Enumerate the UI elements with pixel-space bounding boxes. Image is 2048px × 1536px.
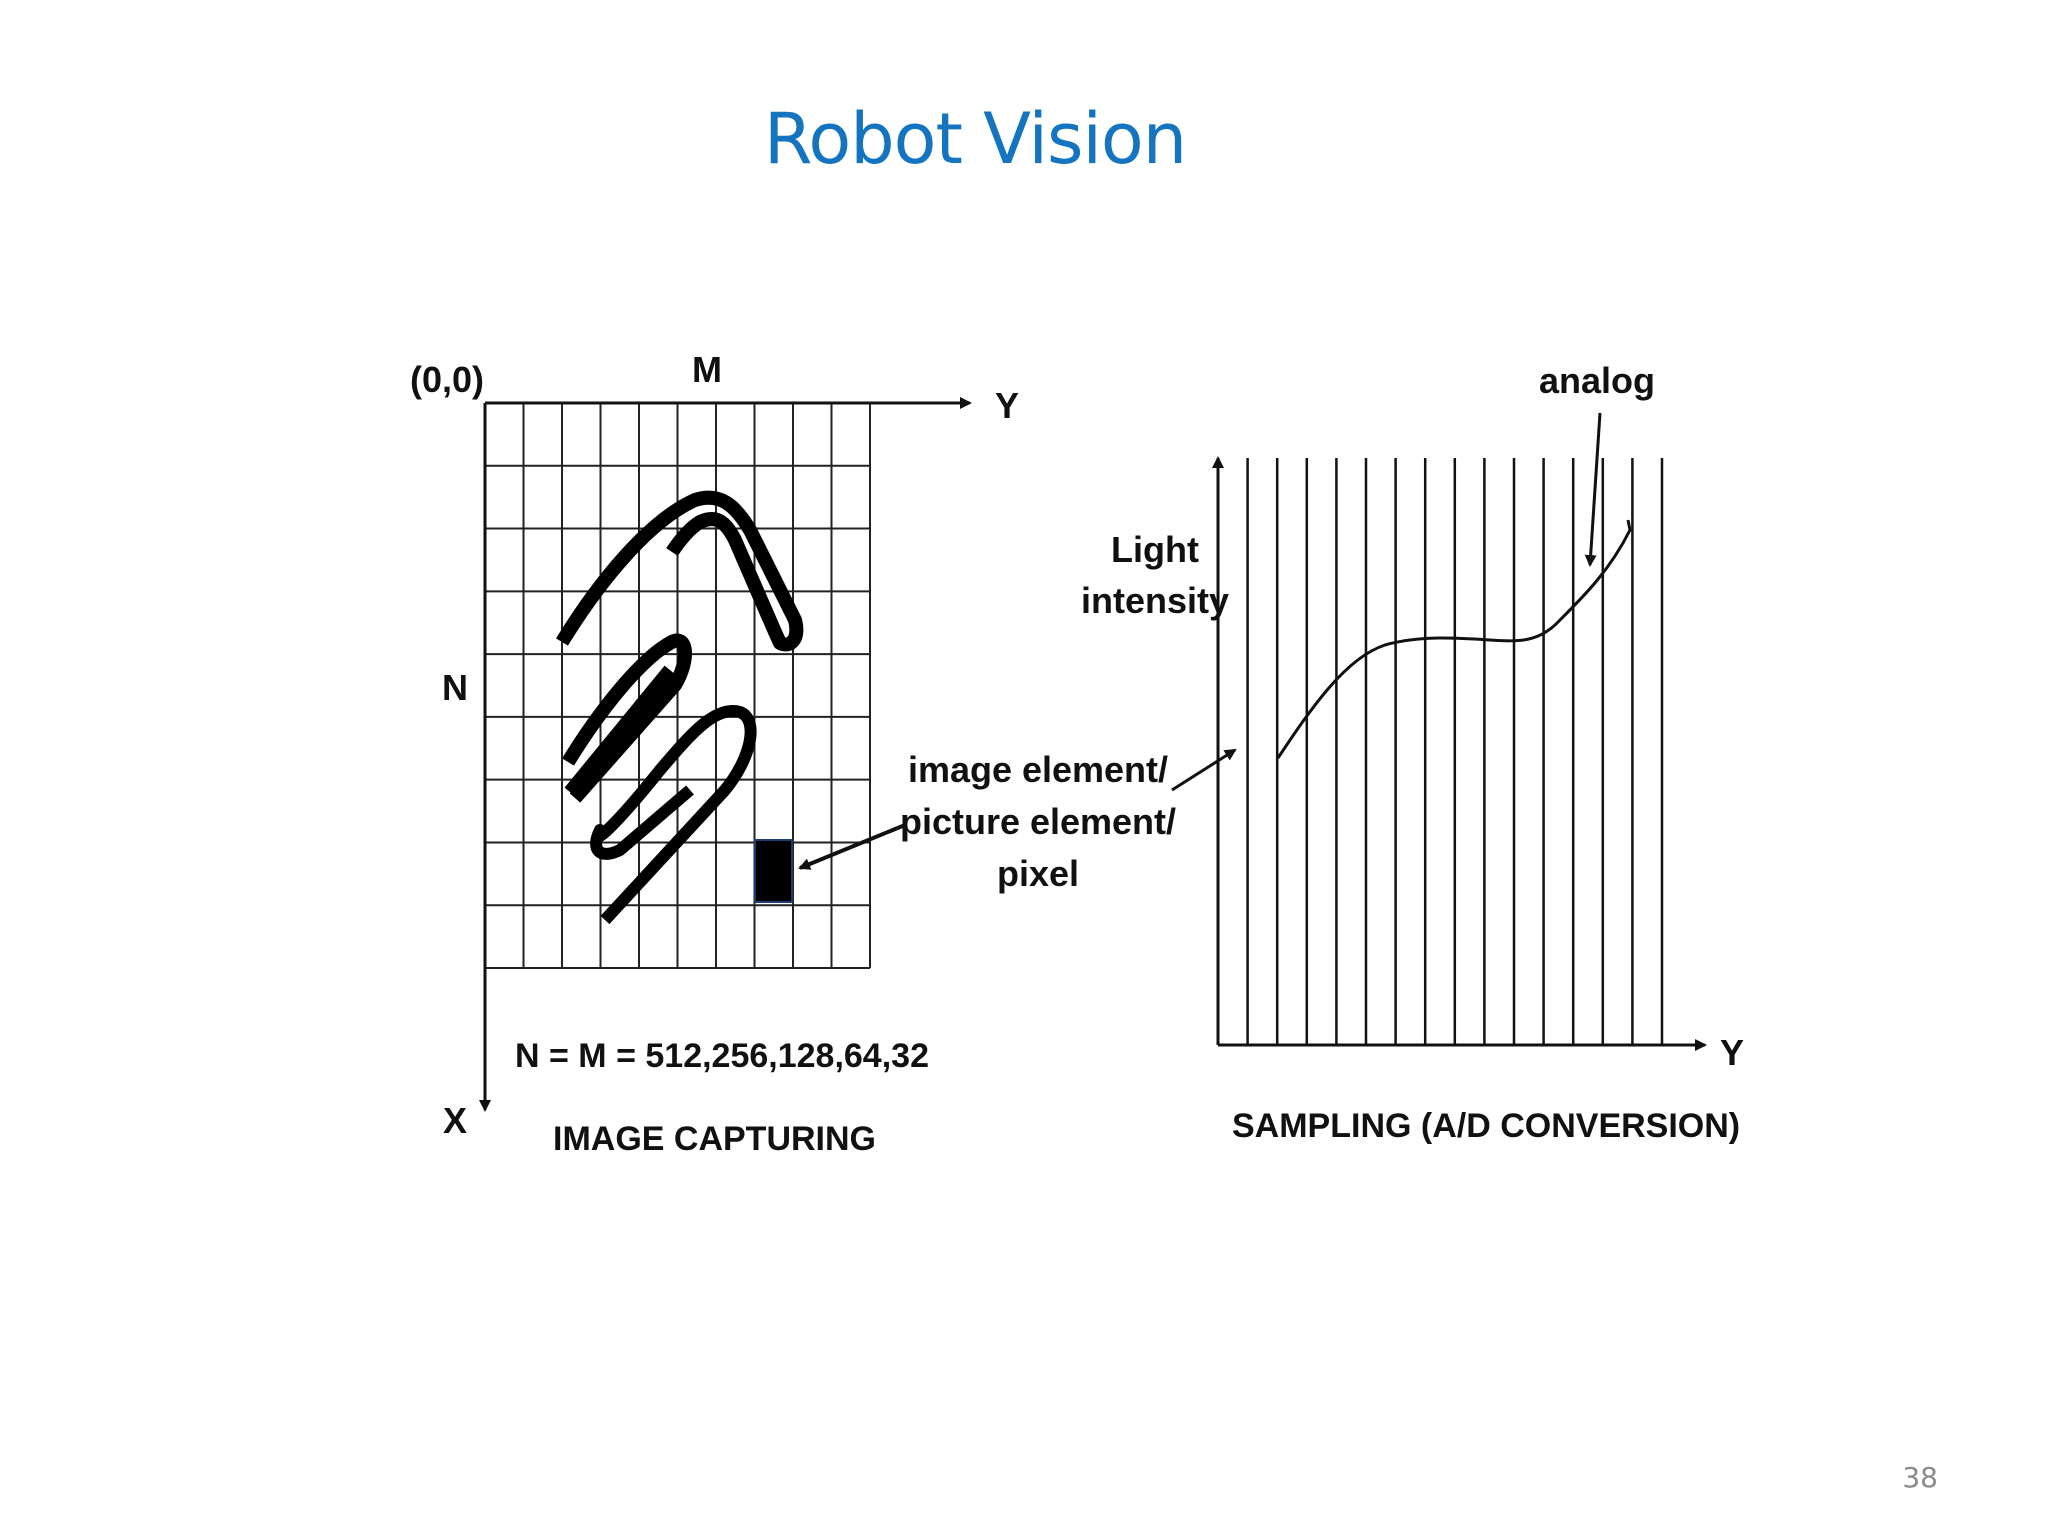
slide-title: Robot Vision: [763, 98, 1187, 180]
rows-label: N: [442, 667, 468, 708]
sampling-lines: [1216, 458, 1664, 1045]
sampling-y-axis-label: Y: [1720, 1032, 1744, 1073]
pixel-callout-line-3: pixel: [997, 853, 1079, 894]
analog-signal-curve: [1276, 519, 1632, 759]
sampling-caption: SAMPLING (A/D CONVERSION): [1232, 1107, 1740, 1145]
columns-label: M: [692, 349, 722, 390]
slide-number: 38: [1902, 1461, 1938, 1494]
sampling-panel: Light intensity analog Y SAMPLING (A/D C…: [1081, 360, 1744, 1145]
origin-label: (0,0): [410, 359, 484, 400]
image-y-axis-label: Y: [995, 385, 1019, 426]
light-intensity-label-line-2: intensity: [1081, 580, 1229, 621]
image-x-axis-label: X: [443, 1100, 467, 1141]
pixel-pointer-arrow: [798, 823, 906, 870]
sample-pointer-arrow: [1171, 748, 1237, 792]
pixel-callout-line-2: picture element/: [900, 801, 1176, 842]
captured-image-strokes: [556, 490, 804, 925]
highlighted-pixel: [754, 839, 793, 903]
analog-label: analog: [1539, 360, 1655, 401]
pixel-grid: [484, 402, 871, 969]
analog-pointer-arrow: [1584, 412, 1602, 567]
image-capturing-panel: (0,0) M Y N X N = M = 512,256,128,64,32 …: [410, 349, 1019, 1158]
pixel-callout-line-1: image element/: [908, 749, 1168, 790]
pixel-callout: image element/ picture element/ pixel: [798, 748, 1237, 894]
image-capturing-caption: IMAGE CAPTURING: [553, 1120, 876, 1158]
light-intensity-label: Light: [1111, 529, 1199, 570]
resolution-text: N = M = 512,256,128,64,32: [515, 1037, 929, 1075]
